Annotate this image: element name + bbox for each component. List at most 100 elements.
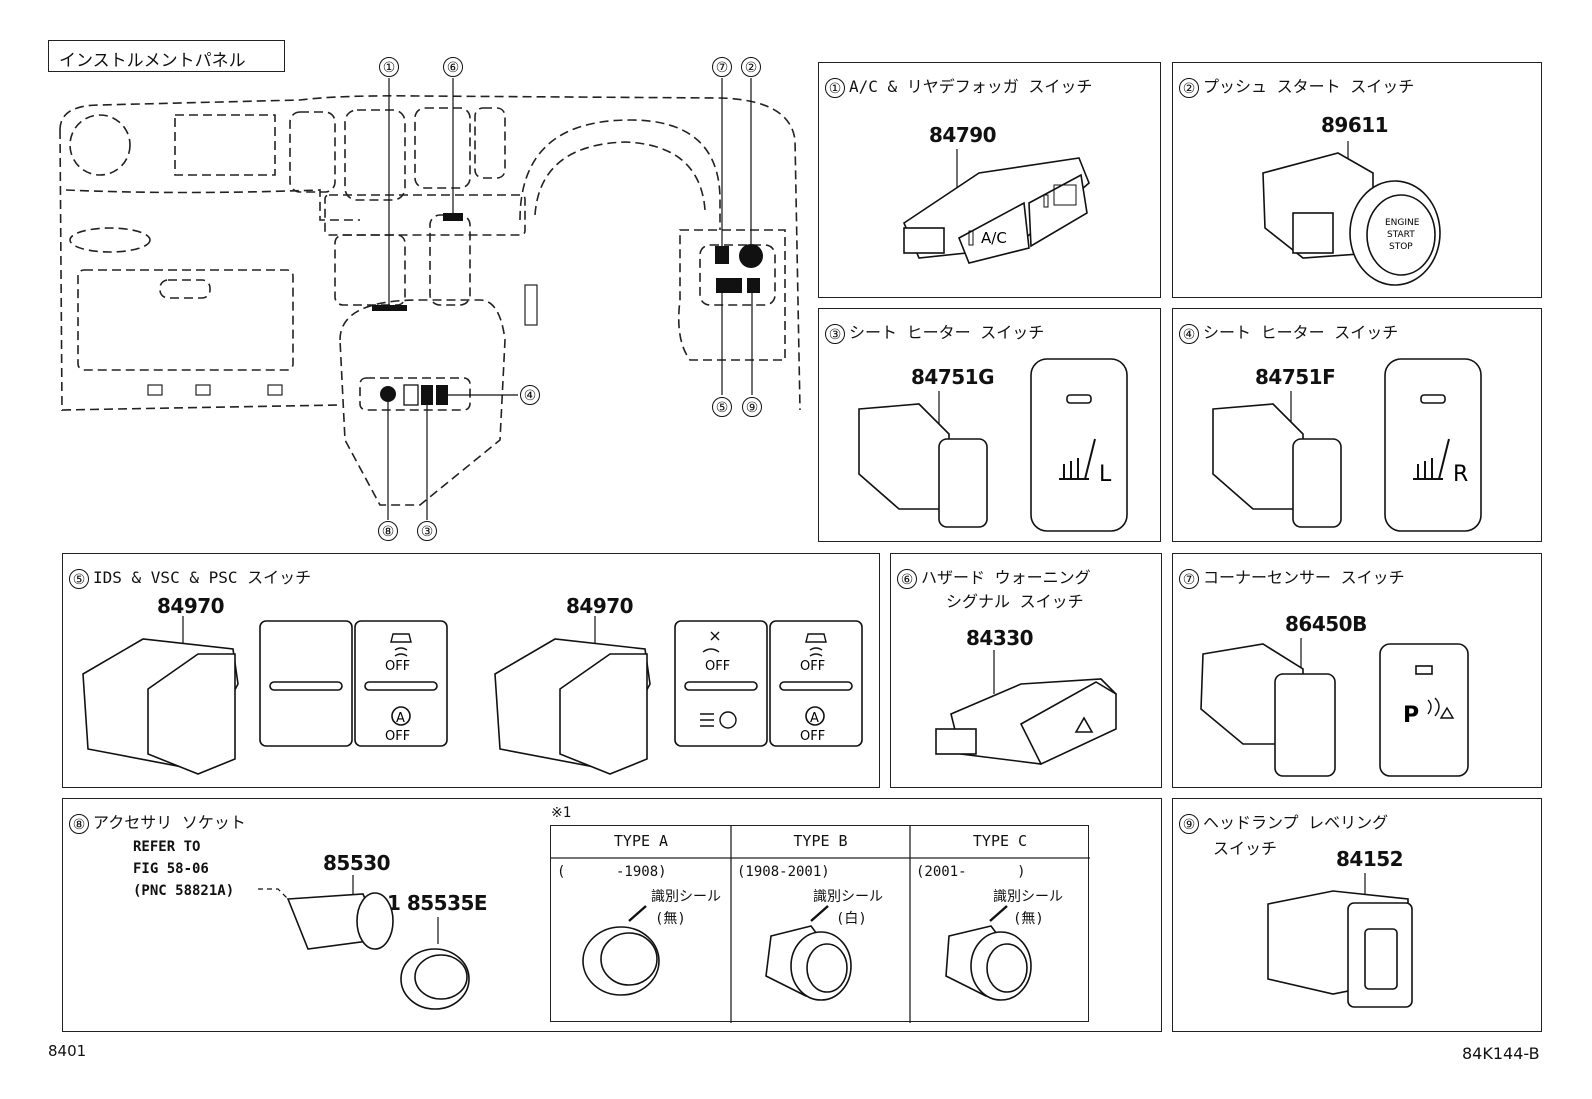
panel-title-text: アクセサリ ソケット bbox=[93, 813, 246, 832]
refer-line-3[interactable]: (PNC 58821A) bbox=[133, 883, 235, 899]
panel-title-text: A/C & リヤデフォッガ スイッチ bbox=[849, 77, 1093, 96]
seat-heater-right-drawing: R bbox=[1212, 358, 1482, 532]
panel-title-line1: ヘッドランプ レベリング bbox=[1203, 813, 1389, 832]
panel-title-line2: スイッチ bbox=[1213, 839, 1278, 858]
panel-number: ⑨ bbox=[1179, 813, 1199, 834]
part-number: 89611 bbox=[1321, 113, 1389, 137]
off-label-1: OFF bbox=[385, 659, 410, 674]
part-number: 84790 bbox=[929, 123, 997, 147]
type-c-range: (2001- ) bbox=[916, 864, 1026, 880]
ids-vsc-psc-drawing: A A OFF OFF OFF OFF OFF bbox=[82, 616, 863, 775]
side-letter: L bbox=[1099, 462, 1112, 487]
refer-line-1: REFER TO bbox=[133, 839, 201, 855]
panel-number: ① bbox=[825, 77, 845, 98]
figure-code: 84K144-B bbox=[1462, 1044, 1540, 1063]
panel-title-line2: シグナル スイッチ bbox=[946, 592, 1084, 611]
panel-number: ⑦ bbox=[1179, 568, 1199, 589]
type-a-range: ( -1908) bbox=[557, 864, 667, 880]
section-title-box: インストルメントパネル bbox=[48, 40, 285, 72]
part-number: 84751F bbox=[1255, 365, 1336, 389]
start-line-2: START bbox=[1387, 230, 1415, 240]
off-label-3: OFF bbox=[705, 659, 730, 674]
callout-2: ② bbox=[741, 57, 761, 77]
start-line-3: STOP bbox=[1389, 242, 1413, 252]
callout-8: ⑧ bbox=[378, 521, 398, 541]
panel-number: ⑥ bbox=[897, 568, 917, 589]
callout-9: ⑨ bbox=[742, 397, 762, 417]
corner-sensor-drawing: P bbox=[1200, 638, 1469, 777]
start-line-1: ENGINE bbox=[1385, 218, 1420, 228]
part-number: 84330 bbox=[966, 626, 1034, 650]
part-number-a: 84970 bbox=[157, 594, 225, 618]
side-letter: R bbox=[1453, 462, 1468, 487]
part-number: 84152 bbox=[1336, 847, 1404, 871]
type-c-seal: 識別シール bbox=[993, 889, 1063, 905]
panel-title-text: IDS & VSC & PSC スイッチ bbox=[93, 568, 312, 587]
push-start-drawing: ENGINE START STOP bbox=[1262, 141, 1441, 286]
refer-line-2[interactable]: FIG 58-06 bbox=[133, 861, 209, 877]
panel-title-text: コーナーセンサー スイッチ bbox=[1203, 568, 1405, 587]
panel-number: ④ bbox=[1179, 323, 1199, 344]
type-c-head: TYPE C bbox=[972, 832, 1028, 850]
type-c-color: (無) bbox=[1013, 911, 1044, 927]
part-number-socket: 85530 bbox=[323, 851, 391, 875]
callout-3: ③ bbox=[417, 521, 437, 541]
callout-7: ⑦ bbox=[712, 57, 732, 77]
parking-symbol: P bbox=[1403, 703, 1419, 728]
off-label-5: OFF bbox=[800, 729, 825, 744]
note-mark: ※1 bbox=[551, 805, 572, 821]
callout-4: ④ bbox=[520, 385, 540, 405]
callout-1: ① bbox=[379, 57, 399, 77]
panel-title-text: シート ヒーター スイッチ bbox=[849, 323, 1045, 342]
ac-switch-drawing: A/C bbox=[903, 149, 1090, 264]
off-label-4: OFF bbox=[800, 659, 825, 674]
type-table-grid bbox=[551, 826, 1090, 1023]
type-b-range: (1908-2001) bbox=[737, 864, 830, 880]
part-number-b: 84970 bbox=[566, 594, 634, 618]
type-b-color: (白) bbox=[836, 911, 867, 927]
type-b-head: TYPE B bbox=[793, 832, 848, 850]
type-a-color: (無) bbox=[655, 911, 686, 927]
off-label-2: OFF bbox=[385, 729, 410, 744]
panel-title-text: シート ヒーター スイッチ bbox=[1203, 323, 1399, 342]
type-a-seal: 識別シール bbox=[651, 889, 721, 905]
panel-number: ③ bbox=[825, 323, 845, 344]
callout-5: ⑤ bbox=[712, 397, 732, 417]
panel-number: ⑧ bbox=[69, 813, 89, 834]
hazard-switch-drawing bbox=[935, 650, 1118, 766]
part-number: 84751G bbox=[911, 365, 995, 389]
ac-button-label: A/C bbox=[981, 229, 1007, 247]
seat-heater-left-drawing: L bbox=[858, 358, 1128, 532]
type-b-seal: 識別シール bbox=[813, 889, 883, 905]
callout-6: ⑥ bbox=[443, 57, 463, 77]
page-code: 8401 bbox=[48, 1042, 87, 1060]
panel-title-line1: ハザード ウォーニング bbox=[921, 568, 1091, 587]
panel-number: ⑤ bbox=[69, 568, 89, 589]
a-letter-2: A bbox=[810, 711, 819, 726]
type-a-head: TYPE A bbox=[613, 832, 669, 850]
a-letter-1: A bbox=[396, 711, 405, 726]
part-number: 86450B bbox=[1285, 612, 1367, 636]
type-table: TYPE A TYPE B TYPE C ( -1908) (1908-2001… bbox=[550, 825, 1090, 1023]
type-table-drawings bbox=[582, 905, 1032, 1001]
section-title: インストルメントパネル bbox=[59, 51, 246, 71]
panel-title-text: プッシュ スタート スイッチ bbox=[1203, 77, 1415, 96]
instrument-panel-drawing bbox=[59, 78, 801, 520]
